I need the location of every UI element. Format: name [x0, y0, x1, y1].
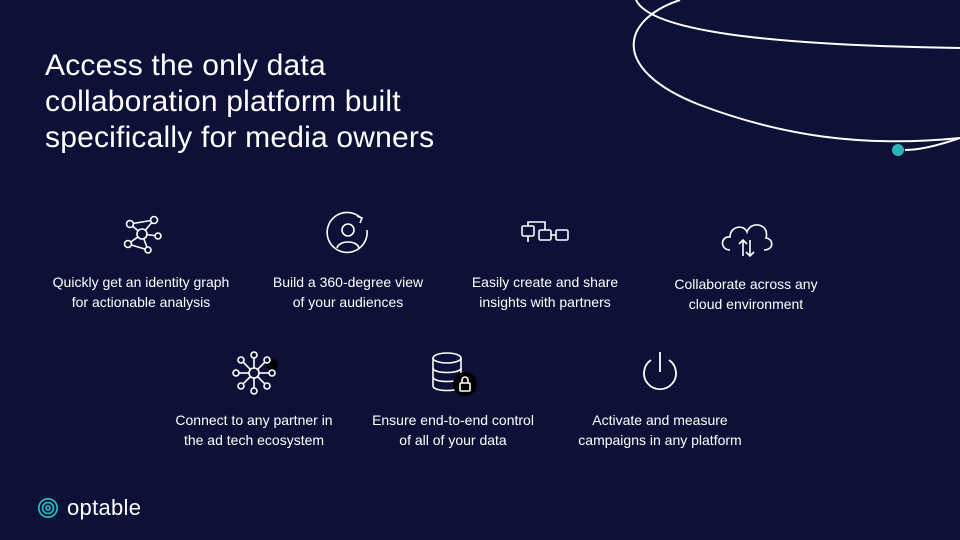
- feature-label-line: Ensure end-to-end control: [372, 412, 534, 428]
- feature-label-line: for actionable analysis: [71, 294, 211, 310]
- power-icon: [643, 352, 677, 391]
- feature-label: Activate and measure campaigns in any pl…: [565, 410, 755, 450]
- feature-label-line: of your audiences: [292, 294, 404, 310]
- feature-label: Quickly get an identity graph for action…: [46, 272, 236, 312]
- feature-360-view: Build a 360-degree view of your audience…: [253, 210, 443, 312]
- locked-database-icon: [432, 352, 477, 396]
- partner-network-icon: [232, 351, 278, 395]
- accent-dot: [892, 144, 904, 156]
- feature-label-line: of all of your data: [399, 432, 507, 448]
- feature-cloud: Collaborate across any cloud environment: [651, 212, 841, 314]
- feature-data-control: Ensure end-to-end control of all of your…: [358, 348, 548, 450]
- feature-label-line: the ad tech ecosystem: [183, 432, 325, 448]
- user-360-icon: [326, 211, 368, 254]
- headline: Access the only data collaboration platf…: [45, 48, 565, 156]
- feature-identity-graph: Quickly get an identity graph for action…: [46, 210, 236, 312]
- feature-label: Connect to any partner in the ad tech ec…: [159, 410, 349, 450]
- cloud-sync-icon: [721, 224, 773, 258]
- headline-line: Access the only data: [45, 49, 326, 82]
- feature-partner-network: Connect to any partner in the ad tech ec…: [159, 348, 349, 450]
- feature-label: Collaborate across any cloud environment: [651, 274, 841, 314]
- feature-label-line: Easily create and share: [471, 274, 619, 290]
- feature-label-line: insights with partners: [479, 294, 611, 310]
- feature-label-line: cloud environment: [688, 296, 804, 312]
- feature-label-line: campaigns in any platform: [578, 432, 742, 448]
- feature-share-insights: Easily create and share insights with pa…: [450, 210, 640, 312]
- brand-name: optable: [67, 495, 142, 520]
- feature-label: Build a 360-degree view of your audience…: [253, 272, 443, 312]
- feature-label-line: Activate and measure: [592, 412, 728, 428]
- share-insights-icon: [521, 221, 569, 242]
- feature-label-line: Build a 360-degree view: [272, 274, 424, 290]
- headline-line: specifically for media owners: [45, 121, 435, 154]
- optable-logo-icon: [37, 497, 59, 519]
- feature-activate: Activate and measure campaigns in any pl…: [565, 348, 755, 450]
- feature-label-line: Quickly get an identity graph: [52, 274, 230, 290]
- feature-label-line: Connect to any partner in: [175, 412, 333, 428]
- feature-label: Ensure end-to-end control of all of your…: [358, 410, 548, 450]
- headline-line: collaboration platform built: [45, 85, 401, 118]
- identity-graph-icon: [123, 215, 162, 254]
- feature-label: Easily create and share insights with pa…: [450, 272, 640, 312]
- brand-logo: optable: [37, 495, 141, 521]
- feature-label-line: Collaborate across any: [674, 276, 818, 292]
